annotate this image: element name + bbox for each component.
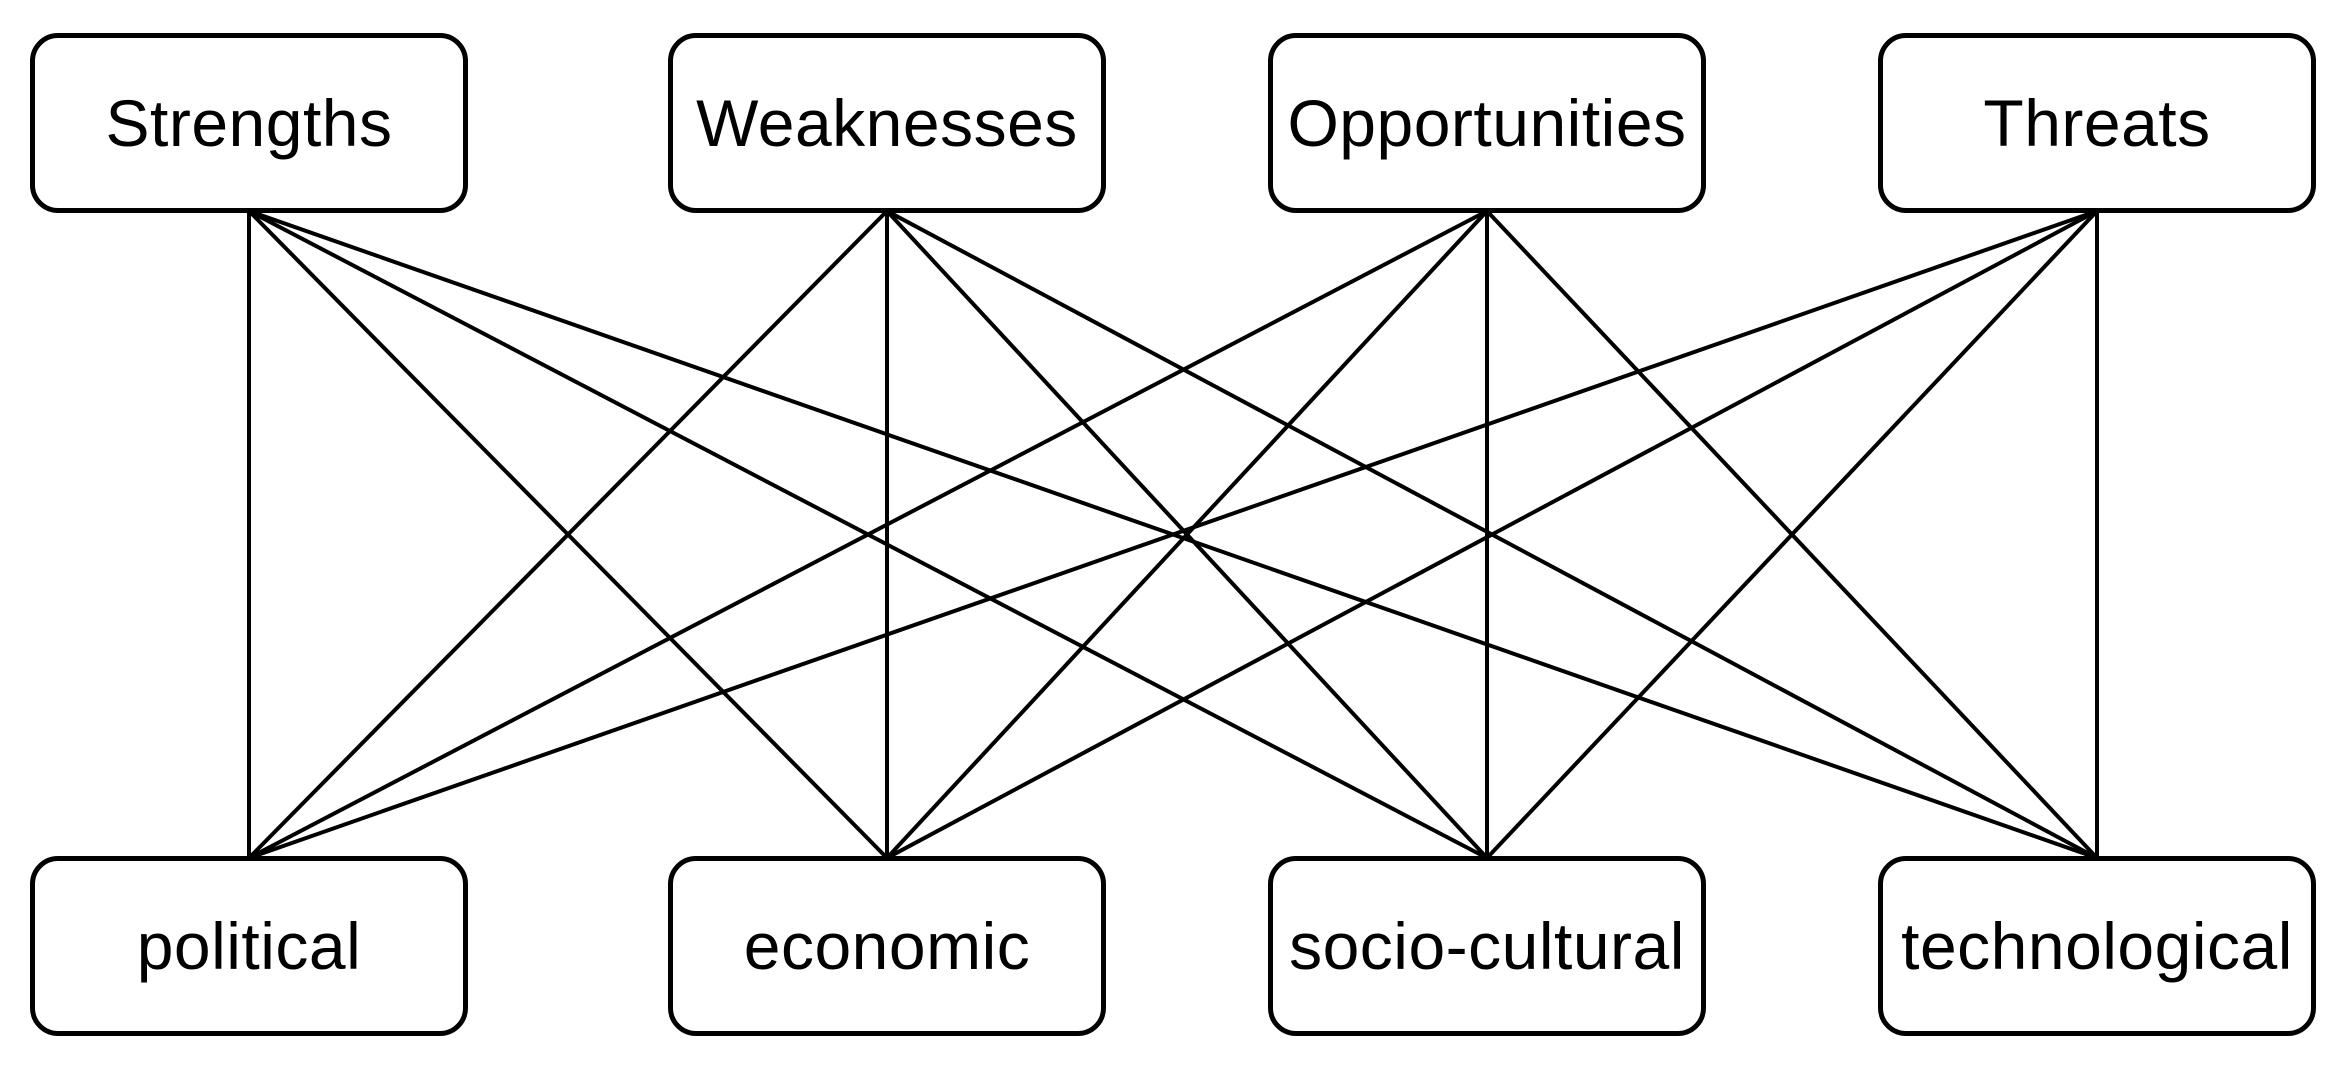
node-strengths-label: Strengths: [105, 86, 393, 160]
node-opportunities: Opportunities: [1268, 33, 1706, 213]
node-socio-cultural-label: socio-cultural: [1289, 909, 1685, 983]
edge-opportunities-political: [248, 209, 1488, 860]
edge-threats-political: [248, 209, 2098, 860]
edge-threats-socio-cultural: [1485, 209, 2099, 860]
node-technological-label: technological: [1901, 909, 2293, 983]
node-threats: Threats: [1878, 33, 2316, 213]
node-weaknesses-label: Weaknesses: [696, 86, 1078, 160]
node-threats-label: Threats: [1983, 86, 2211, 160]
node-political-label: political: [136, 909, 362, 983]
edge-threats-economic: [886, 209, 2098, 860]
node-economic-label: economic: [743, 909, 1031, 983]
node-socio-cultural: socio-cultural: [1268, 856, 1706, 1036]
node-economic: economic: [668, 856, 1106, 1036]
edge-opportunities-economic: [885, 209, 1489, 860]
node-opportunities-label: Opportunities: [1287, 86, 1687, 160]
node-political: political: [30, 856, 468, 1036]
node-technological: technological: [1878, 856, 2316, 1036]
edge-weaknesses-political: [247, 209, 889, 860]
node-strengths: Strengths: [30, 33, 468, 213]
node-weaknesses: Weaknesses: [668, 33, 1106, 213]
